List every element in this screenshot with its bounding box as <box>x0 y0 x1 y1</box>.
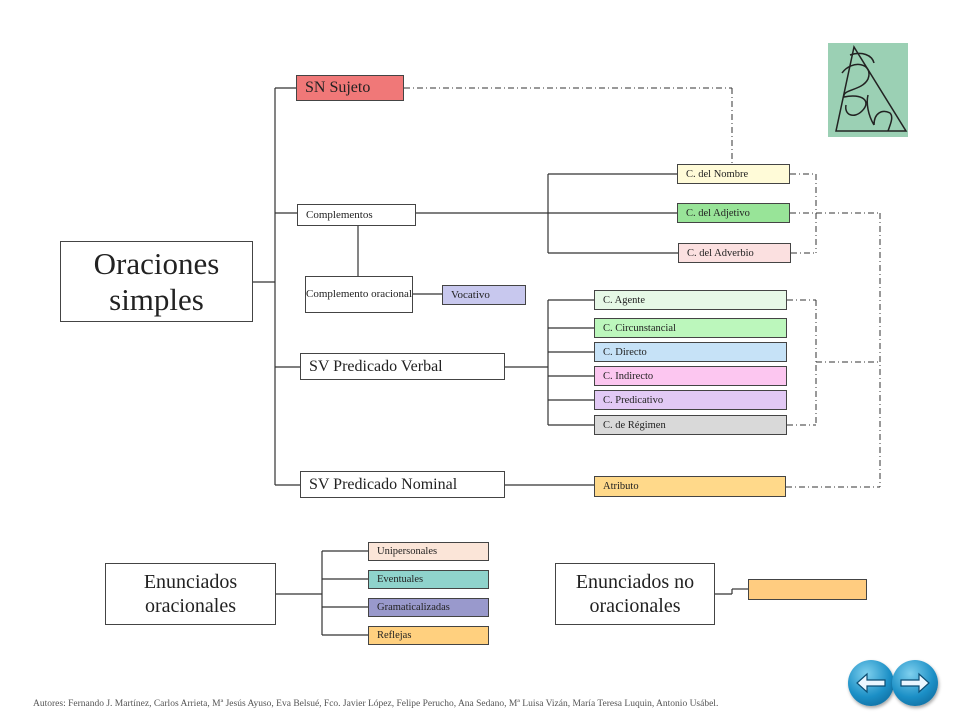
unipersonales-node: Unipersonales <box>368 542 489 561</box>
c-predicativo-node: C. Predicativo <box>594 390 787 410</box>
c-agente-node: C. Agente <box>594 290 787 310</box>
reflejas-node: Reflejas <box>368 626 489 645</box>
gramaticalizadas-node: Gramaticalizadas <box>368 598 489 617</box>
bch-logo-icon <box>828 43 908 137</box>
sv-predicado-nominal-node: SV Predicado Nominal <box>300 471 505 498</box>
complemento-oracional-node: Complemento oracional <box>305 276 413 313</box>
sv-predicado-verbal-node: SV Predicado Verbal <box>300 353 505 380</box>
c-del-nombre-node: C. del Nombre <box>677 164 790 184</box>
atributo-node: Atributo <box>594 476 786 497</box>
c-de-regimen-node: C. de Régimen <box>594 415 787 435</box>
prev-button[interactable] <box>848 660 894 706</box>
arrow-left-icon <box>856 672 886 694</box>
c-circunstancial-node: C. Circunstancial <box>594 318 787 338</box>
c-del-adjetivo-node: C. del Adjetivo <box>677 203 790 223</box>
enunciados-no-oracionales-node: Enunciados no oracionales <box>555 563 715 625</box>
oraciones-simples-node: Oraciones simples <box>60 241 253 322</box>
authors-footer: Autores: Fernando J. Martínez, Carlos Ar… <box>33 699 719 709</box>
eventuales-node: Eventuales <box>368 570 489 589</box>
sn-sujeto-node: SN Sujeto <box>296 75 404 101</box>
c-del-adverbio-node: C. del Adverbio <box>678 243 791 263</box>
next-button[interactable] <box>892 660 938 706</box>
vocativo-node: Vocativo <box>442 285 526 305</box>
complementos-node: Complementos <box>297 204 416 226</box>
c-indirecto-node: C. Indirecto <box>594 366 787 386</box>
arrow-right-icon <box>900 672 930 694</box>
enunciados-oracionales-node: Enunciados oracionales <box>105 563 276 625</box>
no-oracionales-item-node <box>748 579 867 600</box>
c-directo-node: C. Directo <box>594 342 787 362</box>
